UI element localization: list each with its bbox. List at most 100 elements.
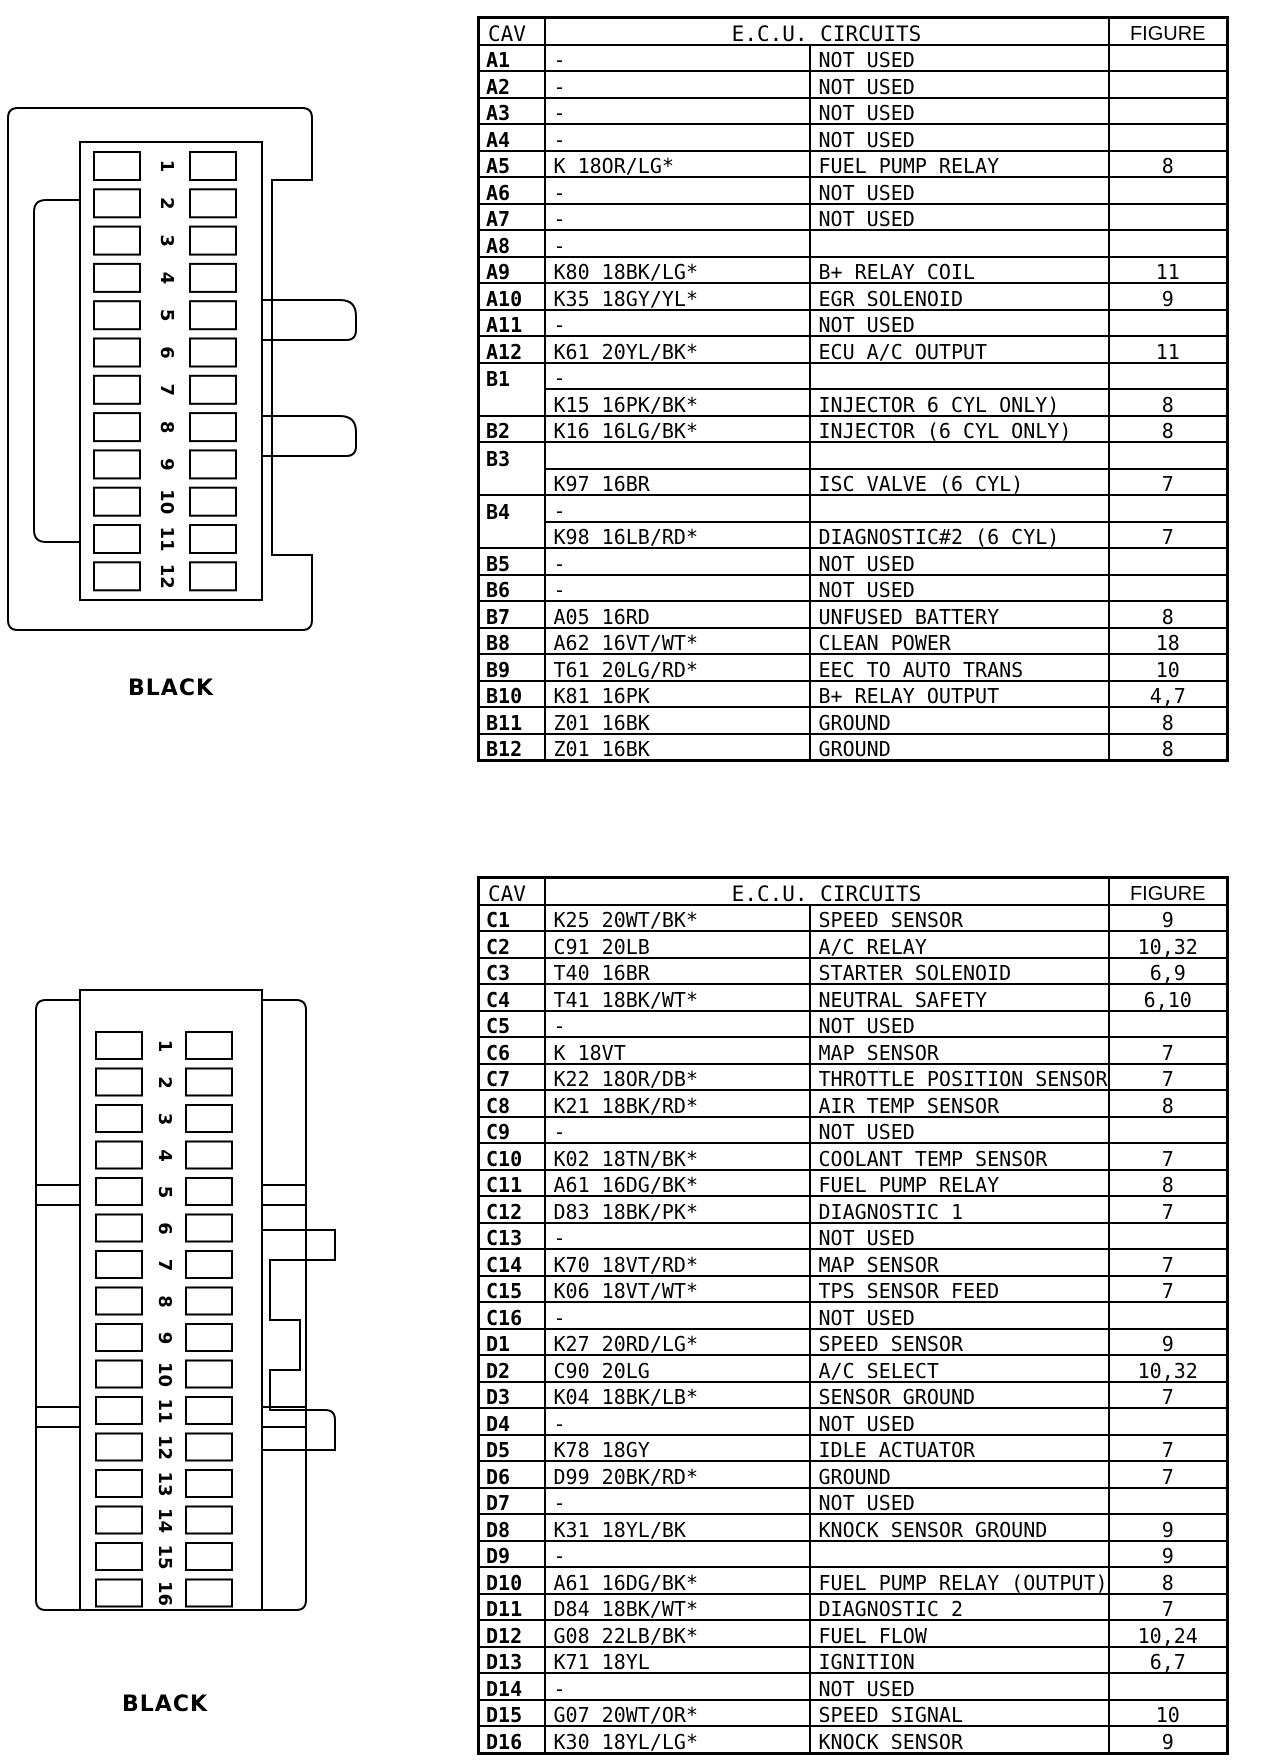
cell-wire: C91 20LB <box>543 930 811 959</box>
cell-cav: D11 <box>477 1592 546 1621</box>
cell-figure: 6,9 <box>1107 956 1229 985</box>
cell-cav: D13 <box>477 1645 546 1674</box>
cell-wire: - <box>543 1009 811 1038</box>
pin-cavity-right <box>185 1469 233 1498</box>
cell-cav: C1 <box>477 903 546 932</box>
cell-function: DIAGNOSTIC 2 <box>808 1592 1110 1621</box>
pin-cavity-right <box>189 449 237 480</box>
table-row: B1- <box>477 361 1229 390</box>
cell-wire: G08 22LB/BK* <box>543 1619 811 1648</box>
cell-wire: - <box>543 202 811 231</box>
pin-cavity-left <box>93 188 141 219</box>
cell-figure <box>1107 1009 1229 1038</box>
table-row: A4-NOT USED <box>477 123 1229 152</box>
cell-cav: D4 <box>477 1407 546 1436</box>
pin-cavity-right <box>185 1396 233 1425</box>
cell-figure <box>1107 361 1229 390</box>
pin-cavity-left <box>95 1067 143 1097</box>
header-circuits: E.C.U. CIRCUITS <box>543 16 1110 46</box>
table-row: A8- <box>477 229 1229 258</box>
cell-cav: A2 <box>477 70 546 99</box>
cell-wire: A62 16VT/WT* <box>543 626 811 655</box>
cell-function: THROTTLE POSITION SENSOR <box>808 1062 1110 1091</box>
cell-wire: K81 16PK <box>543 679 811 708</box>
cell-figure: 7 <box>1107 1592 1229 1621</box>
cell-figure: 10,32 <box>1107 1354 1229 1383</box>
table-row: D14-NOT USED <box>477 1672 1229 1701</box>
cell-cav: C2 <box>477 930 546 959</box>
cell-cav: A4 <box>477 123 546 152</box>
cell-figure <box>1107 96 1229 125</box>
pin-cavity-right <box>189 225 237 256</box>
pin-cavity-left <box>95 1432 143 1462</box>
cell-figure: 8 <box>1107 706 1229 735</box>
cell-figure <box>1107 70 1229 99</box>
table-row: K15 16PK/BK*INJECTOR 6 CYL ONLY)8 <box>477 388 1229 417</box>
table-row: B3 <box>477 441 1229 470</box>
cell-cav: B2 <box>477 414 546 443</box>
pin-number: 10 <box>156 489 177 514</box>
housing-ribs <box>36 1184 306 1428</box>
cell-figure: 8 <box>1107 732 1229 762</box>
cell-function <box>808 229 1110 258</box>
cell-wire: T40 16BR <box>543 956 811 985</box>
cell-cav: D10 <box>477 1566 546 1595</box>
cell-function: MAP SENSOR <box>808 1248 1110 1277</box>
table-row: A3-NOT USED <box>477 96 1229 125</box>
cell-function: FUEL PUMP RELAY <box>808 149 1110 178</box>
cell-cav: D9 <box>477 1539 546 1568</box>
cell-figure: 4,7 <box>1107 679 1229 708</box>
cell-wire: K 18VT <box>543 1036 811 1065</box>
cell-function: UNFUSED BATTERY <box>808 600 1110 629</box>
pin-cavity-left <box>95 1140 143 1170</box>
cell-wire: - <box>543 1407 811 1436</box>
cell-figure <box>1107 229 1229 258</box>
latch <box>262 1229 336 1451</box>
pin-cavity-right <box>189 188 237 219</box>
cell-function: GROUND <box>808 732 1110 762</box>
pin-cavity-right <box>185 1359 233 1389</box>
cell-figure: 7 <box>1107 1062 1229 1091</box>
cell-wire: T41 18BK/WT* <box>543 983 811 1012</box>
cell-function: NOT USED <box>808 202 1110 231</box>
table-row: B6-NOT USED <box>477 573 1229 602</box>
pin-number: 7 <box>154 1259 175 1272</box>
pin-number: 12 <box>156 564 177 589</box>
cell-function: FUEL PUMP RELAY (OUTPUT) <box>808 1566 1110 1595</box>
cell-cav: C9 <box>477 1115 546 1144</box>
cell-function: FUEL FLOW <box>808 1619 1110 1648</box>
table-row: C5-NOT USED <box>477 1009 1229 1038</box>
cell-figure: 7 <box>1107 1460 1229 1489</box>
cell-function: FUEL PUMP RELAY <box>808 1168 1110 1197</box>
pin-cavity-left <box>95 1104 143 1133</box>
cavity-frame <box>79 990 263 1610</box>
cell-figure: 11 <box>1107 255 1229 284</box>
pin-cavity-right <box>185 1031 233 1060</box>
table-row: D4-NOT USED <box>477 1407 1229 1436</box>
cell-wire: - <box>543 96 811 125</box>
cell-function: NOT USED <box>808 547 1110 576</box>
cell-wire: K98 16LB/RD* <box>543 520 811 549</box>
cell-cav: A5 <box>477 149 546 178</box>
pin-number: 5 <box>156 309 177 322</box>
pin-cavity-right <box>185 1104 233 1133</box>
pin-number: 3 <box>154 1113 175 1126</box>
cell-cav: C15 <box>477 1274 546 1303</box>
header-figure: FIGURE <box>1107 16 1229 46</box>
cell-figure: 18 <box>1107 626 1229 655</box>
pin-cavity-left <box>95 1469 143 1498</box>
cell-function: A/C SELECT <box>808 1354 1110 1383</box>
cell-function: DIAGNOSTIC 1 <box>808 1195 1110 1224</box>
